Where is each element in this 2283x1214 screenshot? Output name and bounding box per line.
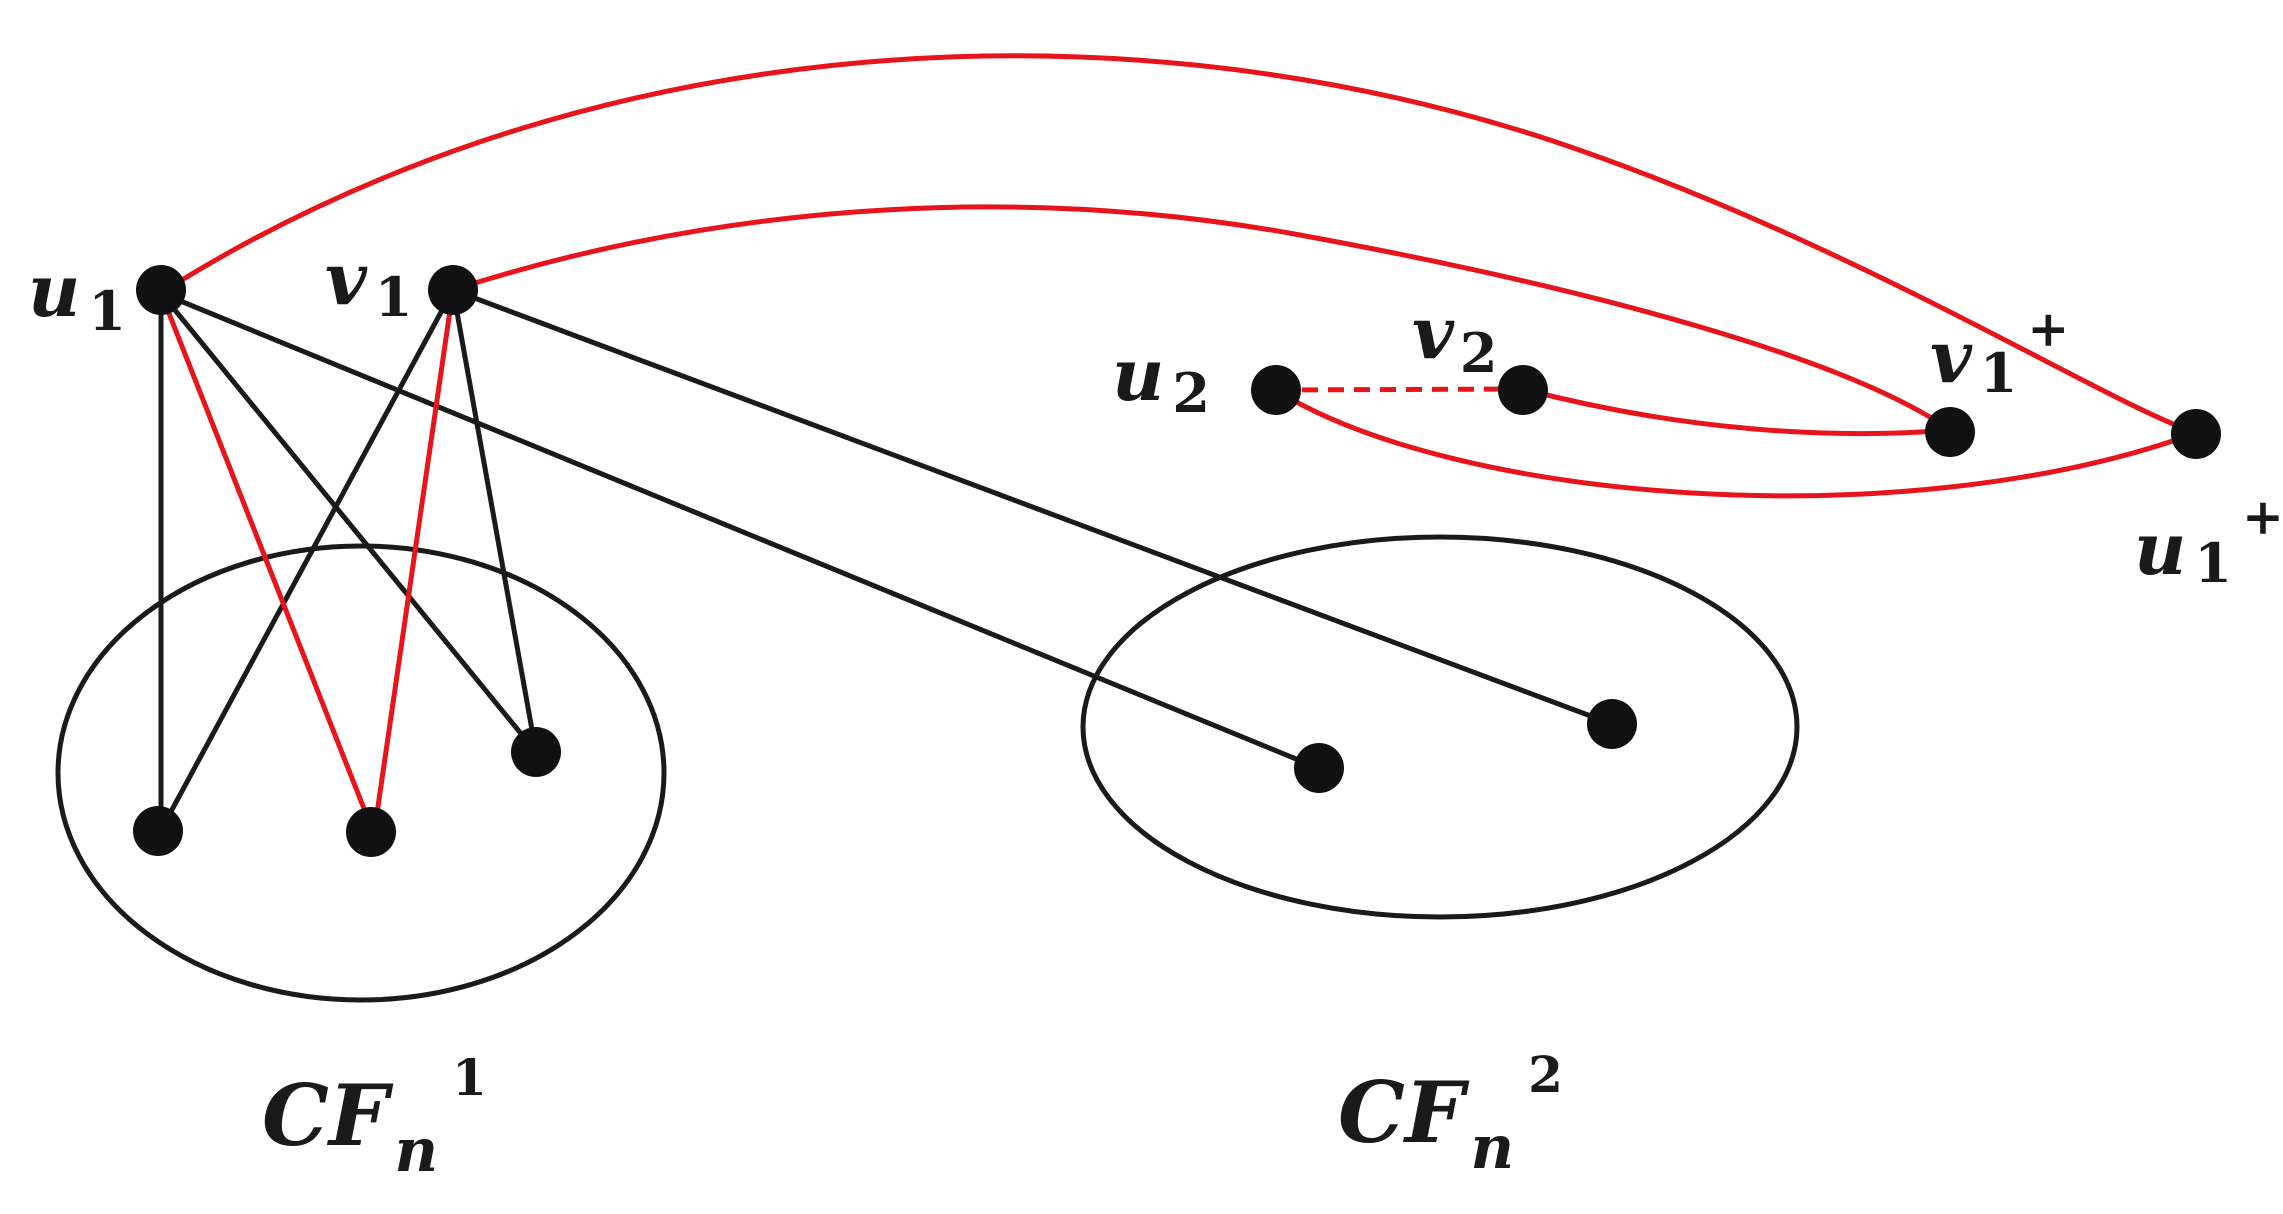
edge-u2-u1plus <box>1274 387 2197 499</box>
vertex-cfn2-b <box>1587 699 1637 749</box>
edge-v1-c2b <box>452 287 1613 727</box>
vertex-cfn2-a <box>1294 743 1344 793</box>
vertex-v1-plus <box>1925 407 1975 457</box>
vertex-v2 <box>1498 365 1548 415</box>
edge-v1-c1b <box>371 289 456 835</box>
edge-u1-c2a <box>160 290 1319 771</box>
vertex-cfn1-b <box>346 807 396 857</box>
vertex-v1 <box>428 265 478 315</box>
edge-u1-u1plus <box>159 53 2197 436</box>
edge-v2-v1plus <box>1522 386 1951 437</box>
edge-u1-c1b <box>158 292 377 835</box>
edge-u1-c1c <box>159 291 538 754</box>
edge-v1-v1plus <box>452 204 1952 433</box>
cluster-cfn2 <box>1080 534 1800 920</box>
vertex-cfn1-c <box>511 727 561 777</box>
vertex-cfn1-a <box>133 806 183 856</box>
vertex-u2 <box>1251 365 1301 415</box>
edge-u2-v2-dashed <box>1275 386 1524 393</box>
vertex-u1-plus <box>2171 409 2221 459</box>
vertex-u1 <box>136 265 186 315</box>
cluster-cfn1 <box>55 543 667 1003</box>
edge-v1-c1a <box>158 288 456 832</box>
edge-v1-c1c <box>450 289 539 753</box>
